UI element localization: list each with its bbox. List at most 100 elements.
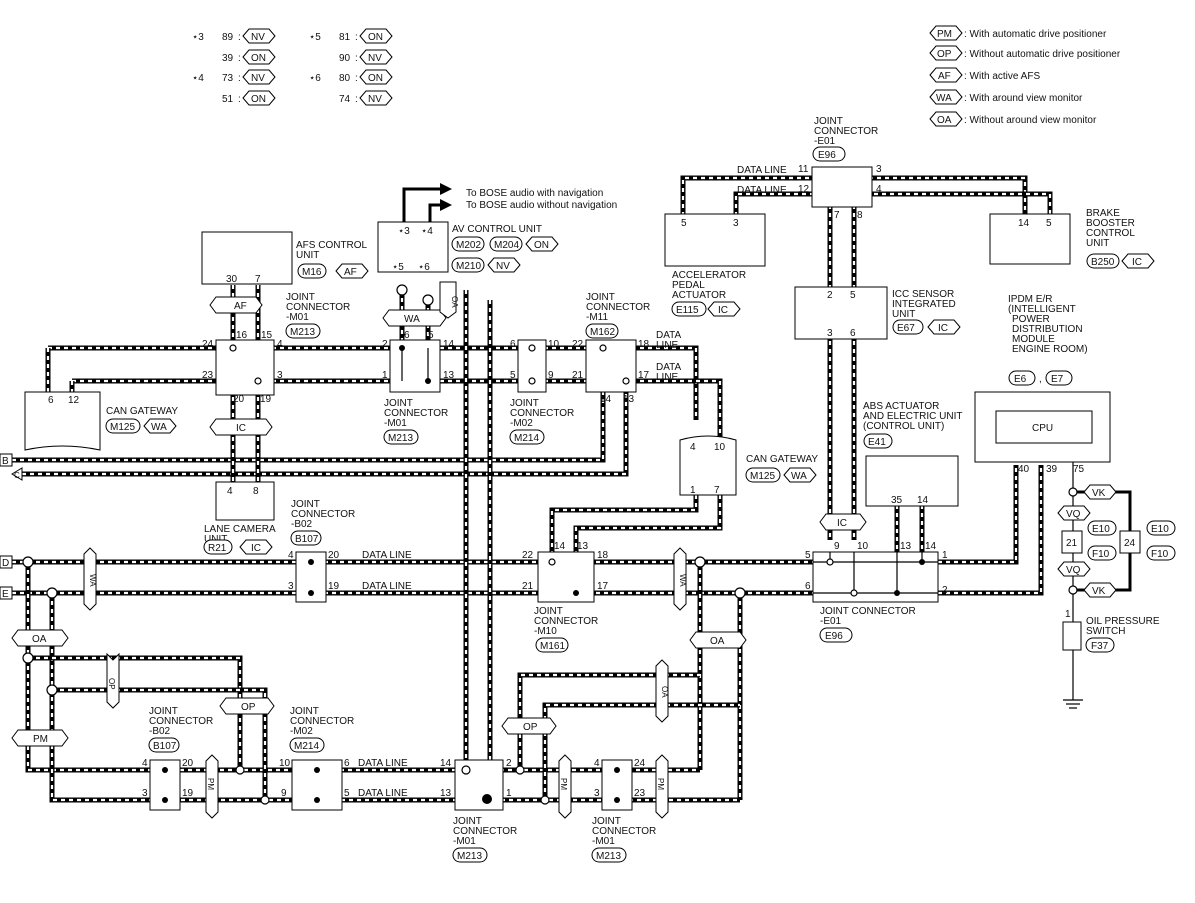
svg-text:PM: PM	[206, 778, 215, 790]
svg-text:VQ: VQ	[1066, 509, 1081, 520]
bose-arrows: To BOSE audio with navigation To BOSE au…	[402, 183, 617, 222]
svg-text:IC: IC	[1132, 257, 1142, 268]
svg-text:14: 14	[925, 541, 937, 552]
svg-text:ABS ACTUATOR: ABS ACTUATOR	[863, 401, 939, 412]
svg-text:WA: WA	[88, 574, 97, 587]
svg-text:-M11: -M11	[586, 312, 608, 323]
svg-text:E41: E41	[868, 437, 886, 448]
side-terminals: B C D E	[0, 453, 746, 696]
svg-text:JOINT: JOINT	[290, 706, 319, 717]
svg-text:24: 24	[1124, 538, 1136, 549]
svg-text:5: 5	[850, 290, 856, 301]
svg-text:OIL PRESSURE: OIL PRESSURE	[1086, 616, 1160, 627]
terminal-d: D	[2, 558, 9, 569]
svg-text:16: 16	[236, 330, 248, 341]
svg-text:DATA LINE: DATA LINE	[737, 165, 787, 176]
svg-text:-M02: -M02	[290, 726, 313, 737]
svg-text:M210: M210	[456, 261, 481, 272]
svg-text:AFS CONTROL: AFS CONTROL	[296, 240, 368, 251]
svg-text:13: 13	[443, 370, 455, 381]
svg-text:3: 3	[594, 788, 600, 799]
svg-text:UNIT: UNIT	[296, 250, 319, 261]
svg-text:OP: OP	[107, 678, 116, 690]
svg-text::: :	[355, 73, 358, 84]
svg-text:IC: IC	[938, 323, 948, 334]
star-legend-num: 51	[222, 94, 234, 105]
svg-text:DATA LINE: DATA LINE	[362, 581, 412, 592]
svg-text:6: 6	[48, 395, 54, 406]
afs-control-unit: 30 7 AFS CONTROL UNIT M16 AF	[201, 231, 369, 285]
svg-text:-E01: -E01	[820, 616, 842, 627]
svg-text:1: 1	[690, 485, 696, 496]
svg-text:12: 12	[68, 395, 80, 406]
svg-text:10: 10	[279, 758, 291, 769]
lane-camera-unit: 4 8 LANE CAMERA UNIT R21 IC	[203, 481, 276, 555]
svg-text:ENGINE ROOM): ENGINE ROOM)	[1012, 344, 1088, 355]
star-legend-tag: NV	[368, 53, 382, 64]
svg-text:VK: VK	[1092, 586, 1106, 597]
icc-sensor-integrated-unit: 2 5 3 6 ICC SENSOR INTEGRATED UNIT E67 I…	[794, 286, 961, 340]
svg-text:JOINT: JOINT	[286, 292, 315, 303]
svg-text:CONNECTOR: CONNECTOR	[534, 616, 598, 627]
svg-text:20: 20	[233, 394, 245, 405]
svg-text:14: 14	[600, 394, 612, 405]
legend-tag-op: OP	[937, 49, 952, 60]
svg-text:AV CONTROL UNIT: AV CONTROL UNIT	[452, 224, 542, 235]
star-legend-num: 74	[339, 94, 351, 105]
jc-m02-b: 6 10 5 9 JOINT CONNECTOR -M02 M214	[509, 339, 574, 445]
svg-text:3: 3	[277, 370, 283, 381]
svg-text:M161: M161	[540, 641, 565, 652]
svg-text:CAN GATEWAY: CAN GATEWAY	[106, 406, 178, 417]
svg-text:JOINT: JOINT	[384, 398, 413, 409]
svg-text:3: 3	[827, 328, 833, 339]
svg-text:M213: M213	[596, 851, 621, 862]
svg-text:ICC SENSOR: ICC SENSOR	[892, 289, 954, 300]
star-legend-tag: ON	[251, 53, 266, 64]
accelerator-pedal-actuator: 5 3 ACCELERATOR PEDAL ACTUATOR E115 IC	[664, 213, 766, 317]
terminal-c: C	[14, 471, 20, 480]
abs-actuator: ABS ACTUATOR AND ELECTRIC UNIT (CONTROL …	[863, 401, 962, 507]
svg-text:PM: PM	[559, 778, 568, 790]
svg-text:M213: M213	[457, 851, 482, 862]
jc-e01-top: JOINT CONNECTOR -E01 E96 DATA LINE DATA …	[737, 116, 882, 221]
svg-text:6: 6	[404, 330, 410, 341]
svg-text:M202: M202	[456, 240, 481, 251]
svg-text:R21: R21	[208, 543, 227, 554]
svg-text:CONNECTOR: CONNECTOR	[453, 826, 517, 837]
svg-text:13: 13	[623, 394, 635, 405]
svg-text:3: 3	[733, 218, 739, 229]
jc-m01-bot: 14 2 13 1 JOINT CONNECTOR -M01 M213	[440, 758, 550, 863]
svg-text:30: 30	[226, 274, 238, 285]
svg-text:⋆6: ⋆6	[418, 262, 430, 273]
svg-text:E6: E6	[1014, 374, 1027, 385]
svg-text:39: 39	[1046, 464, 1058, 475]
star-legend-tag: ON	[251, 94, 266, 105]
svg-text:JOINT: JOINT	[534, 606, 563, 617]
svg-text:F10: F10	[1092, 549, 1110, 560]
option-legend: PM : With automatic drive positioner OP …	[929, 25, 1121, 127]
svg-text:E10: E10	[1092, 524, 1110, 535]
svg-text:-B02: -B02	[149, 726, 171, 737]
svg-text:To BOSE audio with navigation: To BOSE audio with navigation	[466, 188, 603, 199]
svg-text:M162: M162	[590, 327, 615, 338]
star-legend-mark-6: ⋆6	[309, 73, 321, 84]
svg-text::: :	[238, 53, 241, 64]
svg-text:IC: IC	[236, 423, 246, 434]
legend-tag-wa: WA	[936, 93, 952, 104]
svg-text:OA: OA	[660, 686, 669, 698]
svg-text:JOINT: JOINT	[291, 499, 320, 510]
svg-text:DATA LINE: DATA LINE	[737, 185, 787, 196]
star-legend-num: 80	[339, 73, 351, 84]
svg-text:24: 24	[202, 339, 214, 350]
svg-text:NV: NV	[496, 261, 510, 272]
svg-text:1: 1	[506, 788, 512, 799]
svg-text:OA: OA	[450, 296, 459, 308]
legend-text: : With automatic drive positioner	[964, 29, 1107, 40]
bus-option-tags: AF WA IC OA OA PM OP OP OP PM PM PM WA W…	[11, 281, 867, 819]
svg-text:VK: VK	[1092, 488, 1106, 499]
svg-text:CONNECTOR: CONNECTOR	[384, 408, 448, 419]
av-control-unit: ⋆3 ⋆4 ⋆5 ⋆6 AV CONTROL UNIT M202 M204 ON…	[377, 221, 559, 306]
svg-text:40: 40	[1018, 464, 1030, 475]
star-legend-tag: NV	[251, 73, 265, 84]
svg-text:IC: IC	[837, 518, 847, 529]
